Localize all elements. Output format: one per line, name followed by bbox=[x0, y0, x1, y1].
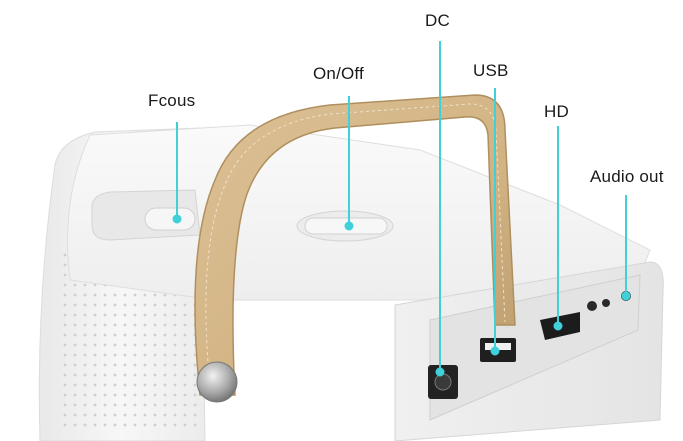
dc-port-pin bbox=[434, 373, 452, 391]
callout-dot-dc bbox=[435, 367, 445, 377]
focus-wheel[interactable] bbox=[144, 207, 196, 231]
callout-label-audio: Audio out bbox=[590, 167, 664, 186]
callout-lines bbox=[172, 41, 631, 377]
callout-label-hd: HD bbox=[544, 102, 569, 121]
callout-dot-audio bbox=[621, 291, 631, 301]
callout-label-onoff: On/Off bbox=[313, 64, 364, 83]
callout-dot-focus bbox=[172, 214, 182, 224]
callout-label-dc: DC bbox=[425, 11, 450, 30]
callout-dot-onoff bbox=[344, 221, 354, 231]
audio-port-1[interactable] bbox=[587, 301, 597, 311]
audio-port-2[interactable] bbox=[602, 299, 610, 307]
handle-stitching bbox=[205, 103, 506, 386]
callout-label-usb: USB bbox=[473, 61, 509, 80]
callout-label-focus: Fcous bbox=[148, 91, 196, 110]
callout-dot-usb bbox=[490, 346, 500, 356]
handle-knob bbox=[196, 361, 238, 403]
usb-port-tongue bbox=[485, 343, 511, 350]
callout-dot-hd bbox=[553, 321, 563, 331]
